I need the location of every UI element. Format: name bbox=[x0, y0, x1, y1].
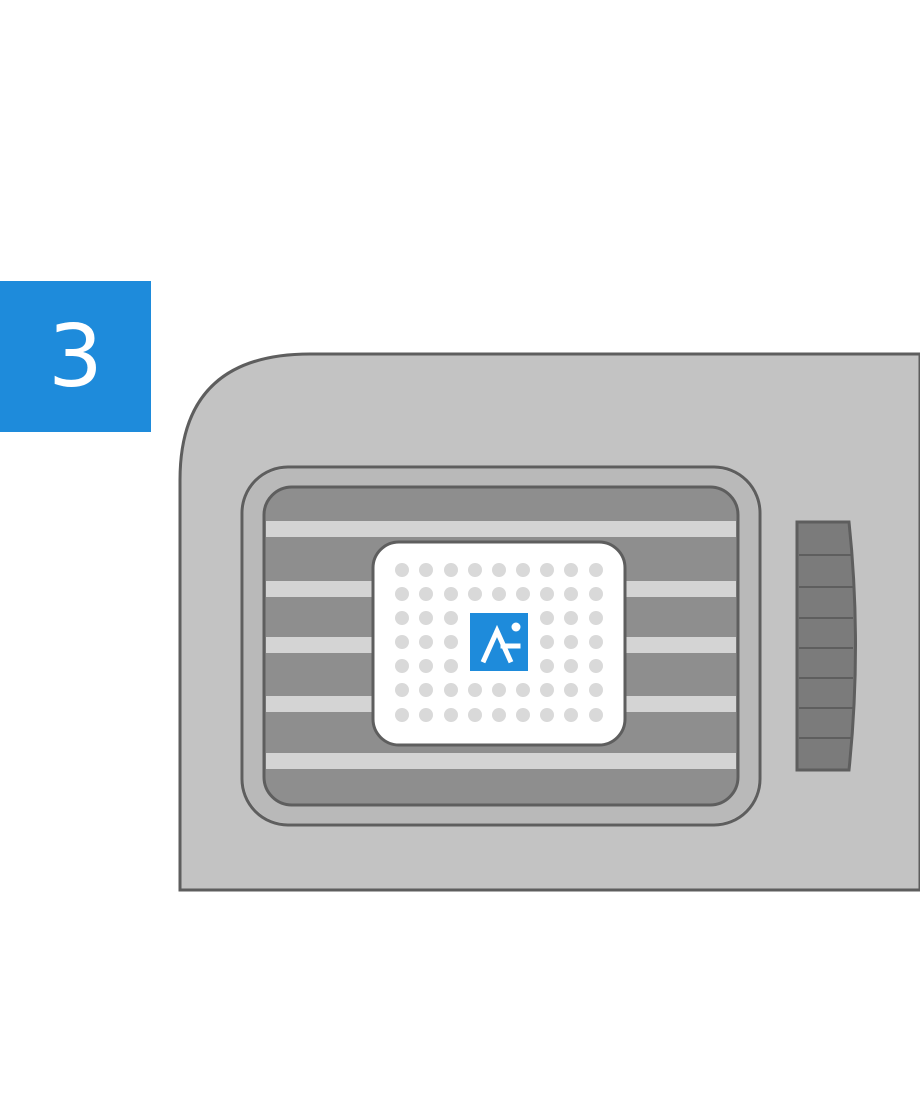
freshener-dot bbox=[419, 611, 433, 625]
air-freshener-dots bbox=[395, 563, 603, 722]
step-number: 3 bbox=[48, 306, 103, 407]
freshener-dot bbox=[540, 683, 554, 697]
freshener-dot bbox=[516, 587, 530, 601]
freshener-dot bbox=[492, 563, 506, 577]
brand-logo-icon bbox=[470, 613, 528, 671]
freshener-dot bbox=[564, 659, 578, 673]
freshener-dot bbox=[589, 708, 603, 722]
freshener-dot bbox=[589, 659, 603, 673]
freshener-dot bbox=[444, 683, 458, 697]
freshener-dot bbox=[395, 683, 409, 697]
freshener-dot bbox=[492, 683, 506, 697]
vent-bezel bbox=[240, 465, 762, 827]
vent-slat bbox=[266, 753, 736, 769]
freshener-dot bbox=[589, 635, 603, 649]
freshener-dot bbox=[468, 683, 482, 697]
freshener-dot bbox=[564, 587, 578, 601]
freshener-dot bbox=[395, 659, 409, 673]
freshener-dot bbox=[540, 611, 554, 625]
freshener-dot bbox=[395, 611, 409, 625]
freshener-dot bbox=[444, 563, 458, 577]
freshener-dot bbox=[444, 611, 458, 625]
freshener-dot bbox=[444, 659, 458, 673]
freshener-dot bbox=[395, 708, 409, 722]
freshener-dot bbox=[516, 683, 530, 697]
step-number-badge: 3 bbox=[0, 281, 151, 432]
freshener-dot bbox=[492, 587, 506, 601]
freshener-dot bbox=[468, 563, 482, 577]
freshener-dot bbox=[395, 563, 409, 577]
freshener-dot bbox=[516, 563, 530, 577]
vent-adjust-dial-icon bbox=[795, 520, 857, 772]
freshener-dot bbox=[419, 635, 433, 649]
freshener-dot bbox=[564, 635, 578, 649]
freshener-dot bbox=[540, 659, 554, 673]
freshener-dot bbox=[419, 563, 433, 577]
freshener-dot bbox=[516, 708, 530, 722]
freshener-dot bbox=[419, 659, 433, 673]
freshener-dot bbox=[444, 635, 458, 649]
freshener-dot bbox=[564, 611, 578, 625]
freshener-dot bbox=[444, 587, 458, 601]
freshener-dot bbox=[589, 611, 603, 625]
freshener-dot bbox=[540, 635, 554, 649]
freshener-dot bbox=[540, 708, 554, 722]
vent-slat bbox=[266, 521, 736, 537]
freshener-dot bbox=[419, 708, 433, 722]
freshener-dot bbox=[492, 708, 506, 722]
freshener-dot bbox=[564, 683, 578, 697]
freshener-dot bbox=[540, 563, 554, 577]
freshener-dot bbox=[589, 683, 603, 697]
freshener-dot bbox=[395, 587, 409, 601]
freshener-dot bbox=[419, 587, 433, 601]
freshener-dot bbox=[589, 587, 603, 601]
freshener-dot bbox=[419, 683, 433, 697]
freshener-dot bbox=[395, 635, 409, 649]
freshener-dot bbox=[564, 563, 578, 577]
freshener-dot bbox=[540, 587, 554, 601]
freshener-dot bbox=[589, 563, 603, 577]
freshener-dot bbox=[468, 708, 482, 722]
freshener-dot bbox=[564, 708, 578, 722]
freshener-dot bbox=[444, 708, 458, 722]
freshener-dot bbox=[468, 587, 482, 601]
